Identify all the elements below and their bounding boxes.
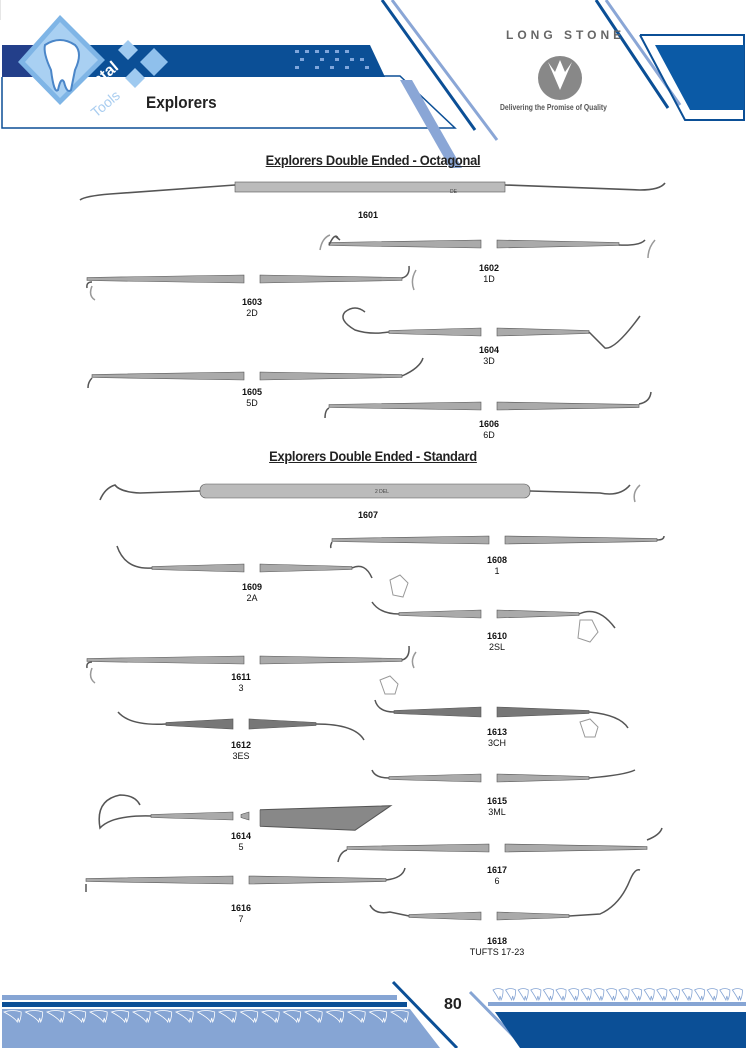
item-code: 1616 bbox=[230, 903, 252, 913]
item-code: 1606 bbox=[478, 419, 500, 429]
item-pattern: 3CH bbox=[487, 738, 506, 748]
item-code: 1609 bbox=[241, 582, 263, 592]
item-pattern: 1 bbox=[494, 566, 500, 576]
item-pattern: 1D bbox=[483, 274, 495, 284]
dental-tools-logo: Dental Tools bbox=[18, 15, 168, 120]
item-pattern: 2SL bbox=[488, 642, 505, 652]
item-code: 1608 bbox=[486, 555, 508, 565]
item-pattern: 3ES bbox=[232, 751, 250, 761]
item-pattern: 3 bbox=[238, 683, 244, 693]
instrument-illustrations bbox=[79, 181, 666, 921]
header-banner bbox=[0, 0, 745, 168]
section-title-octagonal: Explorers Double Ended - Octagonal bbox=[265, 152, 481, 168]
item-code: 1602 bbox=[478, 263, 500, 273]
item-code: 1615 bbox=[486, 796, 508, 806]
page-title: Explorers bbox=[146, 93, 217, 112]
item-pattern: 3ML bbox=[488, 807, 506, 817]
item-code: 1603 bbox=[241, 297, 263, 307]
page-number: 80 bbox=[444, 996, 462, 1013]
handle-mark-standard: 2 DEL bbox=[375, 489, 389, 495]
handle-1607 bbox=[199, 483, 531, 499]
handle-1601 bbox=[234, 181, 506, 193]
tagline: Delivering the Promise of Quality bbox=[500, 103, 607, 112]
item-code: 1611 bbox=[231, 672, 251, 682]
item-pattern: 6 bbox=[494, 876, 500, 886]
handle-mark-octagonal: DE bbox=[450, 189, 458, 195]
item-label-1607: 1607 bbox=[323, 510, 413, 521]
item-pattern: TUFTS 17-23 bbox=[469, 947, 525, 957]
item-code: 1614 bbox=[230, 831, 252, 841]
item-pattern: 6D bbox=[483, 430, 495, 440]
company-logo-text: LONG STONE bbox=[506, 28, 626, 42]
item-code: 1605 bbox=[241, 387, 263, 397]
item-code: 1618 bbox=[486, 936, 508, 946]
item-pattern: 5D bbox=[246, 398, 258, 408]
item-pattern: 5 bbox=[238, 842, 244, 852]
item-pattern: 2A bbox=[246, 593, 258, 603]
footer-banner bbox=[2, 980, 746, 1048]
item-pattern: 2D bbox=[246, 308, 258, 318]
item-pattern: 3D bbox=[483, 356, 495, 366]
item-label-1601: 1601 bbox=[323, 210, 413, 221]
long-stone-logo bbox=[538, 56, 582, 100]
item-code: 1601 bbox=[357, 210, 379, 220]
item-code: 1612 bbox=[230, 740, 252, 750]
item-code: 1617 bbox=[486, 865, 508, 875]
section-title-standard: Explorers Double Ended - Standard bbox=[269, 448, 477, 464]
item-code: 1607 bbox=[357, 510, 379, 520]
item-pattern: 7 bbox=[238, 914, 244, 924]
item-code: 1610 bbox=[486, 631, 508, 641]
item-code: 1604 bbox=[478, 345, 500, 355]
item-code: 1613 bbox=[486, 727, 508, 737]
